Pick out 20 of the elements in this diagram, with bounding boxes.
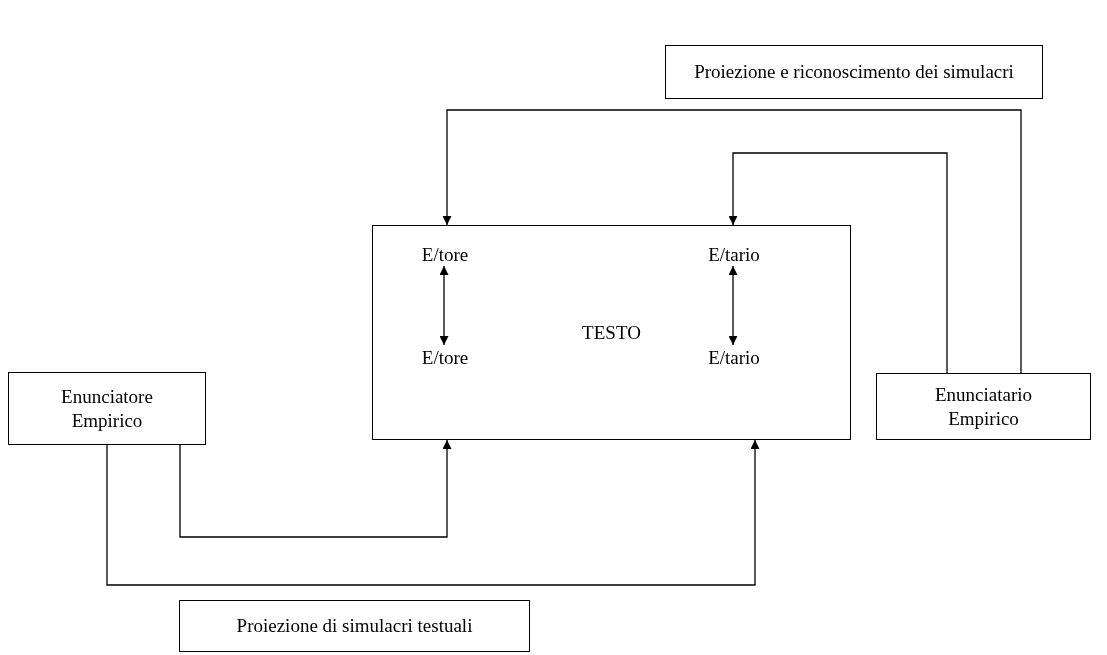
box-text: E/tore xyxy=(420,243,470,267)
arrow xyxy=(439,265,449,346)
box-text: E/tore xyxy=(420,346,470,370)
text-box xyxy=(8,372,206,445)
arrow xyxy=(442,109,1022,374)
arrow xyxy=(106,439,760,586)
box-text: Enunciatore Empirico xyxy=(60,384,154,433)
box-text: TESTO xyxy=(581,320,642,345)
box-text: E/tario xyxy=(707,346,761,370)
text-box xyxy=(179,600,530,652)
box-text: Enunciatario Empirico xyxy=(933,382,1034,431)
arrow xyxy=(728,265,738,346)
text-box xyxy=(665,45,1043,99)
text-box xyxy=(876,373,1091,440)
arrow xyxy=(179,439,452,538)
box-text: E/tario xyxy=(707,243,761,267)
box-text: Proiezione e riconoscimento dei simulacri xyxy=(693,60,1015,84)
arrow xyxy=(728,152,948,374)
text-box xyxy=(372,225,851,440)
box-text: Proiezione di simulacri testuali xyxy=(235,614,474,638)
